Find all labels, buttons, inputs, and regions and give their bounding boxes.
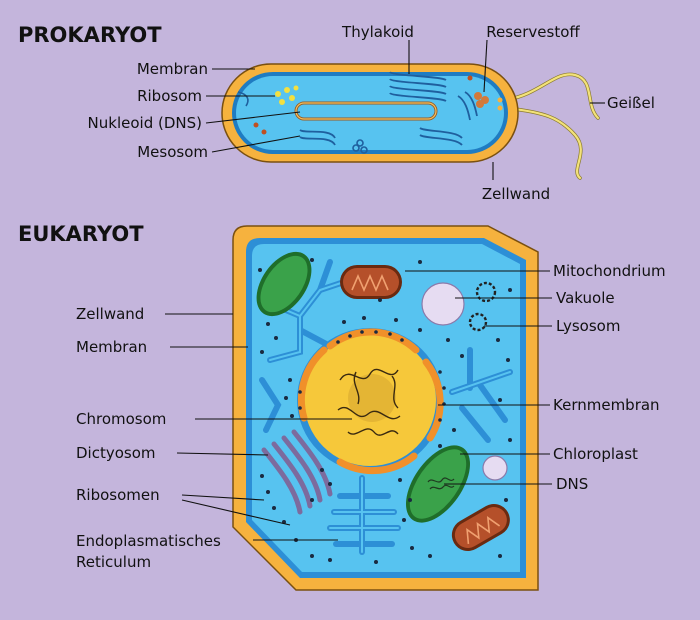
nucleus	[297, 328, 444, 475]
prokaryote-ribosomes	[275, 85, 299, 105]
nucleolus	[348, 374, 396, 422]
chloroplast-dna	[427, 477, 455, 490]
reserve-substance	[474, 92, 489, 108]
label-mitochondrium: Mitochondrium	[553, 262, 666, 280]
eukaryot-heading: EUKARYOT	[18, 222, 144, 246]
prokaryote-cytoplasm	[236, 76, 504, 150]
label-er-line1: Endoplasmatisches	[76, 532, 221, 550]
dictyosome	[261, 429, 333, 515]
nuclear-envelope	[297, 328, 444, 475]
label-ribosom: Ribosom	[137, 87, 202, 105]
label-chromosom: Chromosom	[76, 410, 166, 428]
label-membran-eukaryot: Membran	[76, 338, 147, 356]
vacuole	[421, 282, 465, 326]
chromosomes	[337, 368, 401, 436]
mitochondrion-top	[340, 265, 402, 299]
label-reservestoff: Reservestoff	[486, 23, 580, 41]
flagella	[503, 72, 600, 180]
ribosomes	[258, 258, 512, 564]
label-er-line2: Reticulum	[76, 553, 151, 571]
prokaryote-leaders	[205, 39, 605, 180]
label-membran-prokaryot: Membran	[137, 60, 208, 78]
label-thylakoid: Thylakoid	[341, 23, 414, 41]
label-kernmembran: Kernmembran	[553, 396, 660, 414]
mitochondrion-bottom	[451, 504, 510, 551]
prokaryote-cell	[221, 63, 600, 180]
eukaryote-leaders	[165, 270, 552, 541]
chloroplast-top	[256, 251, 312, 317]
eukaryote-cell	[232, 225, 539, 591]
chloroplast	[406, 445, 470, 523]
label-nukleoid: Nukleoid (DNS)	[88, 114, 202, 132]
label-dns: DNS	[556, 475, 588, 493]
thylakoid-stack	[299, 71, 478, 146]
label-zellwand-eukaryot: Zellwand	[76, 305, 144, 323]
prokaryot-heading: PROKARYOT	[18, 23, 162, 47]
label-ribosomen: Ribosomen	[76, 486, 160, 504]
label-zellwand-prokaryot: Zellwand	[482, 185, 550, 203]
lysosome	[468, 281, 497, 332]
vacuole-small	[482, 455, 508, 481]
label-vakuole: Vakuole	[556, 289, 615, 307]
label-mesosom: Mesosom	[137, 143, 208, 161]
label-lysosom: Lysosom	[556, 317, 620, 335]
label-geissel: Geißel	[607, 94, 655, 112]
label-dictyosom: Dictyosom	[76, 444, 156, 462]
label-chloroplast: Chloroplast	[553, 445, 638, 463]
mesosome	[237, 91, 368, 154]
